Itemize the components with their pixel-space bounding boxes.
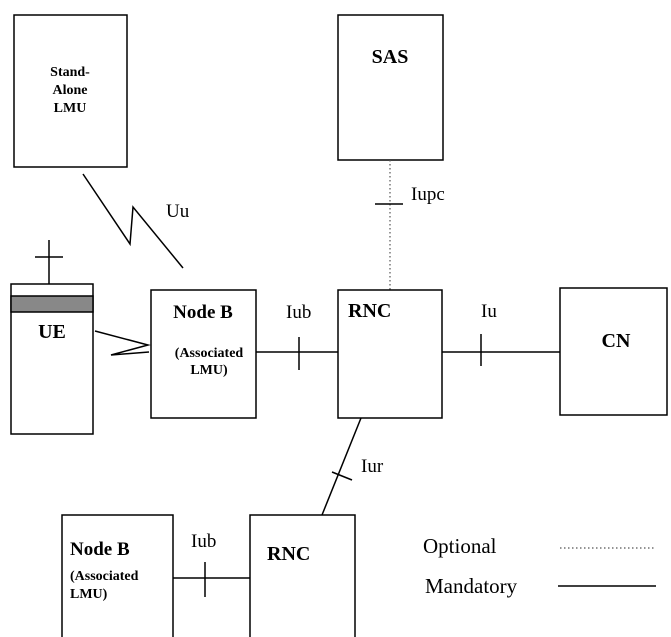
iub-top-label: Iub [286, 302, 311, 323]
standalone-lmu-line-2: Alone [53, 83, 88, 98]
uu-radio-link [82, 173, 184, 269]
ue-radio-link [94, 330, 151, 356]
rnc-bottom: RNC [249, 514, 356, 637]
uu-label: Uu [166, 201, 190, 222]
standalone-lmu-line-3: LMU [54, 101, 87, 116]
sas-node: SAS [337, 14, 444, 161]
node-b-top-sub-1: (Associated [175, 346, 244, 361]
rnc-bottom-label: RNC [267, 543, 310, 565]
iur-link [321, 417, 362, 516]
iur-tick [331, 471, 353, 481]
rnc-top: RNC [337, 289, 443, 419]
cn-node: CN [559, 287, 668, 416]
iupc-label: Iupc [411, 184, 445, 205]
legend: Optional Mandatory [423, 534, 656, 598]
standalone-lmu-line-1: Stand- [50, 65, 90, 80]
legend-mandatory-label: Mandatory [425, 574, 518, 598]
rnc-top-label: RNC [348, 300, 391, 322]
node-b-bottom-label: Node B [70, 539, 130, 560]
node-b-top: Node B (Associated LMU) [150, 289, 257, 419]
iub-bottom-label: Iub [191, 531, 216, 552]
iur-label: Iur [361, 456, 384, 477]
node-b-top-label: Node B [173, 302, 233, 323]
node-b-top-sub-2: LMU) [190, 363, 228, 378]
node-b-bottom-sub-1: (Associated [70, 569, 139, 584]
ue-node: UE [10, 240, 94, 435]
node-b-bottom-sub-2: LMU) [70, 587, 108, 602]
standalone-lmu-node: Stand- Alone LMU [13, 14, 128, 168]
sas-label: SAS [372, 46, 409, 68]
ue-label: UE [38, 321, 66, 343]
cn-label: CN [602, 330, 631, 352]
node-b-bottom: Node B (Associated LMU) [61, 514, 174, 637]
ue-display-band [10, 295, 94, 313]
iu-label: Iu [481, 301, 497, 322]
legend-optional-label: Optional [423, 534, 497, 558]
